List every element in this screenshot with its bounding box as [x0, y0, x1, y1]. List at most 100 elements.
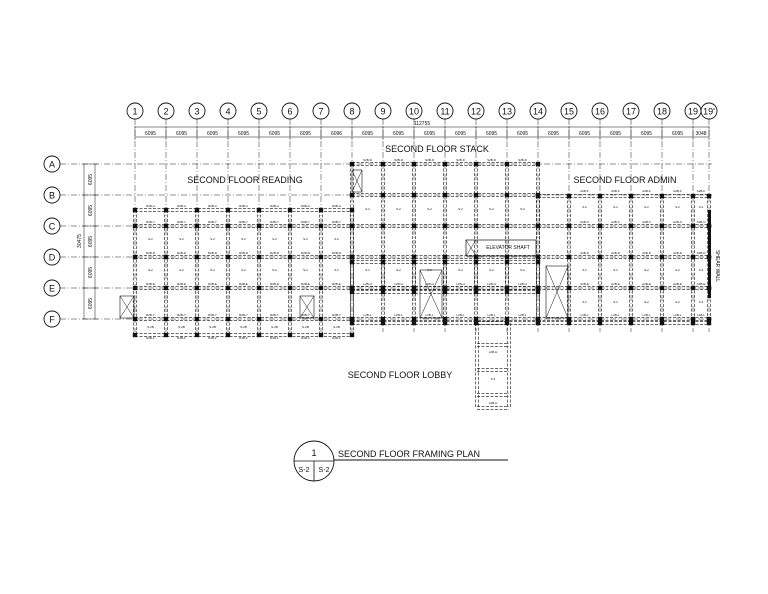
- dim-col-value: 6095: [548, 131, 559, 137]
- column-label: 5: [256, 107, 261, 117]
- column-marker: [535, 320, 541, 326]
- column-marker: [411, 320, 417, 326]
- column-marker: [287, 285, 293, 291]
- row-bubble: [43, 310, 61, 328]
- column-marker: [535, 259, 541, 265]
- column-marker: [318, 285, 324, 291]
- beam-tag: A2B-D: [697, 251, 707, 255]
- beam-tag: R2B-D: [301, 251, 311, 255]
- column-marker: [706, 320, 712, 326]
- beam-tag: R2B-F: [332, 336, 341, 340]
- column-marker: [659, 223, 665, 229]
- column-marker: [349, 223, 355, 229]
- beam-tag: L2B-L: [394, 313, 402, 317]
- beam-tag: R2B-Y: [146, 220, 155, 224]
- beam-tag: R2B-Y: [177, 313, 186, 317]
- beam-tag: S2B-D: [518, 158, 528, 162]
- beam-tag: R2B-F: [208, 336, 217, 340]
- beam-tag: A2B-C: [611, 220, 621, 224]
- beam-tag: L2B-H: [394, 282, 403, 286]
- beam-tag: L2B-L: [580, 313, 588, 317]
- column-bubble: [529, 102, 547, 120]
- column-marker: [318, 207, 324, 213]
- dim-col-value: 6095: [517, 131, 528, 137]
- row-bubble: [43, 155, 61, 173]
- beam-tag: R2B-D: [208, 251, 218, 255]
- column-marker: [504, 254, 510, 260]
- column-marker: [566, 193, 572, 199]
- column-marker: [225, 207, 231, 213]
- beam-tag: L2B-L: [518, 313, 526, 317]
- dim-col-value: 6095: [424, 131, 435, 137]
- column-marker: [194, 254, 200, 260]
- beam-tag: L2B-L: [642, 313, 650, 317]
- dim-col-value: 6095: [393, 131, 404, 137]
- column-marker: [473, 192, 479, 198]
- beam-tag: L2B-L: [363, 313, 371, 317]
- column-label: 10: [409, 107, 419, 117]
- column-marker: [225, 254, 231, 260]
- dim-row-value: 6095: [88, 236, 94, 247]
- row-bubble: [43, 248, 61, 266]
- beam-tag: R2B-D: [270, 251, 280, 255]
- beam-tag: R2B-E: [332, 282, 341, 286]
- beam-tag: A2B-C: [580, 220, 590, 224]
- column-marker: [597, 285, 603, 291]
- beam-tag: S-2: [644, 268, 649, 272]
- beam-tag: R2B-F: [239, 336, 248, 340]
- column-marker: [380, 259, 386, 265]
- column-marker: [380, 289, 386, 295]
- column-label: 7: [318, 107, 323, 117]
- beam-tag: R2B-E: [208, 282, 217, 286]
- column-marker: [132, 285, 138, 291]
- dim-col-value: 6095: [269, 131, 280, 137]
- column-bubble: [219, 102, 237, 120]
- beam-tag: R2B-A: [301, 204, 310, 208]
- column-marker: [597, 223, 603, 229]
- beam-tag: L2B-L: [611, 313, 619, 317]
- column-marker: [442, 285, 448, 291]
- column-marker: [380, 192, 386, 198]
- column-marker: [504, 320, 510, 326]
- shear-wall: [708, 210, 711, 298]
- drawing-title: SECOND FLOOR FRAMING PLAN: [338, 449, 480, 459]
- column-marker: [318, 223, 324, 229]
- beam-tag: A2B-C: [697, 220, 707, 224]
- column-marker: [132, 223, 138, 229]
- column-label: 12: [471, 107, 481, 117]
- beam-tag: L2B-H: [425, 282, 434, 286]
- label-elevator-shaft: ELEVATOR SHAFT: [486, 245, 530, 251]
- beam-tag: A2B-D: [580, 251, 590, 255]
- beam-tag: S-2: [582, 205, 587, 209]
- sheet-ref-right: S-2: [319, 467, 330, 474]
- column-marker: [225, 285, 231, 291]
- column-marker: [163, 207, 169, 213]
- beam-tag: S-2: [458, 207, 463, 211]
- column-marker: [442, 259, 448, 265]
- beam-tag: R2B-Y: [270, 313, 279, 317]
- beam-tag: R2B-F: [270, 336, 279, 340]
- beam-tag: S-2: [179, 268, 184, 272]
- opening-x: [419, 269, 443, 319]
- beam-tag: S-2: [491, 377, 496, 381]
- column-marker: [628, 193, 634, 199]
- column-label: 8: [349, 107, 354, 117]
- column-marker: [706, 193, 712, 199]
- column-label: 17: [626, 107, 636, 117]
- beam-tag: S-2: [241, 237, 246, 241]
- dim-col-value: 6095: [672, 131, 683, 137]
- column-label: 14: [533, 107, 543, 117]
- opening-x: [299, 295, 315, 319]
- column-marker: [659, 320, 665, 326]
- column-marker: [194, 316, 200, 322]
- column-marker: [194, 207, 200, 213]
- beam-tag: S-2: [396, 268, 401, 272]
- column-marker: [442, 289, 448, 295]
- column-marker: [287, 332, 293, 338]
- column-marker: [535, 254, 541, 260]
- column-marker: [690, 223, 696, 229]
- column-marker: [597, 193, 603, 199]
- dim-col-value: 6095: [300, 131, 311, 137]
